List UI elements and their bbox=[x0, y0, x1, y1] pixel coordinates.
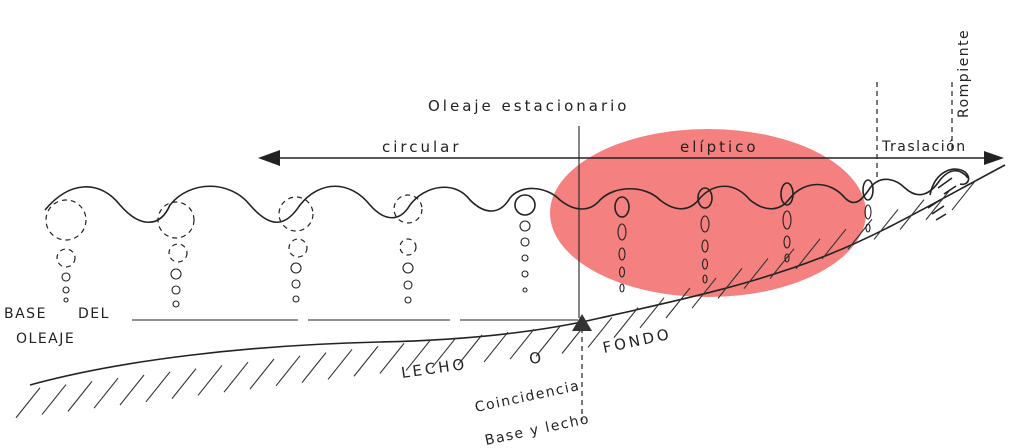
hatch-mark bbox=[327, 349, 353, 380]
hatch-mark bbox=[197, 365, 223, 396]
breaking-wave bbox=[929, 168, 970, 196]
shore-line bbox=[29, 164, 1006, 386]
coincidence-marker bbox=[572, 314, 592, 331]
hatch-mark bbox=[379, 343, 405, 374]
hatch-mark bbox=[587, 317, 613, 348]
label-circular: circular bbox=[382, 138, 462, 156]
hatch-mark bbox=[275, 355, 301, 387]
label-fondo: FONDO bbox=[601, 325, 673, 357]
hatch-mark bbox=[795, 238, 821, 270]
orbit-column-8 bbox=[780, 182, 794, 263]
orbit-column-5 bbox=[514, 194, 536, 293]
hatch-mark bbox=[613, 307, 639, 338]
label-del: DEL bbox=[78, 306, 110, 322]
hatch-mark bbox=[665, 287, 691, 319]
hatch-mark bbox=[951, 179, 977, 211]
orbit-translation bbox=[927, 177, 957, 221]
label-rompiente: Rompiente bbox=[956, 29, 972, 118]
hatch-mark bbox=[431, 337, 457, 369]
orbit-column-6 bbox=[614, 196, 630, 293]
hatch-mark bbox=[145, 371, 171, 403]
hatch-mark bbox=[41, 384, 67, 415]
hatch-mark bbox=[769, 248, 795, 280]
orbit-column-2 bbox=[157, 201, 195, 308]
hatch-mark bbox=[223, 361, 249, 393]
hatch-mark bbox=[873, 209, 899, 240]
ground-hatching bbox=[15, 179, 977, 419]
hatch-mark bbox=[691, 277, 717, 309]
hatch-mark bbox=[301, 352, 327, 383]
diagram-title: Oleaje estacionario bbox=[428, 97, 629, 115]
hatch-mark bbox=[67, 381, 93, 412]
orbit-column-1 bbox=[45, 199, 87, 303]
hatch-mark bbox=[717, 268, 743, 299]
label-oleaje: OLEAJE bbox=[16, 331, 75, 347]
highlight-ellipse bbox=[550, 129, 866, 297]
hatch-mark bbox=[93, 377, 119, 409]
hatch-mark bbox=[15, 387, 41, 419]
orbit-column-4 bbox=[393, 194, 423, 304]
hatch-mark bbox=[483, 331, 509, 363]
label-lecho: LECHO bbox=[400, 355, 468, 382]
orbit-column-7 bbox=[697, 187, 713, 284]
label-traslacion: Traslación bbox=[881, 139, 967, 155]
zone-arrow-left-head bbox=[258, 150, 280, 166]
label-eliptico: elíptico bbox=[680, 138, 759, 156]
hatch-mark bbox=[639, 297, 665, 329]
hatch-mark bbox=[535, 326, 561, 357]
hatch-mark bbox=[119, 374, 145, 406]
orbit-column-9 bbox=[862, 179, 874, 233]
zone-arrow-right-head bbox=[984, 151, 1004, 165]
wave-surface bbox=[44, 169, 969, 223]
label-o: O bbox=[528, 348, 545, 368]
hatch-mark bbox=[509, 328, 535, 360]
hatch-mark bbox=[743, 258, 769, 289]
hatch-mark bbox=[405, 340, 431, 371]
hatch-mark bbox=[899, 199, 925, 230]
hatch-mark bbox=[925, 189, 951, 221]
label-base: BASE bbox=[4, 306, 47, 322]
hatch-mark bbox=[457, 334, 483, 366]
label-coincidencia: Coincidencia bbox=[474, 378, 582, 416]
hatch-mark bbox=[171, 368, 197, 399]
hatch-mark bbox=[353, 345, 379, 377]
hatch-mark bbox=[249, 358, 275, 390]
label-base-y-lecho: Base y lecho bbox=[484, 411, 592, 448]
orbit-column-3 bbox=[278, 196, 314, 303]
hatch-mark bbox=[821, 228, 847, 260]
